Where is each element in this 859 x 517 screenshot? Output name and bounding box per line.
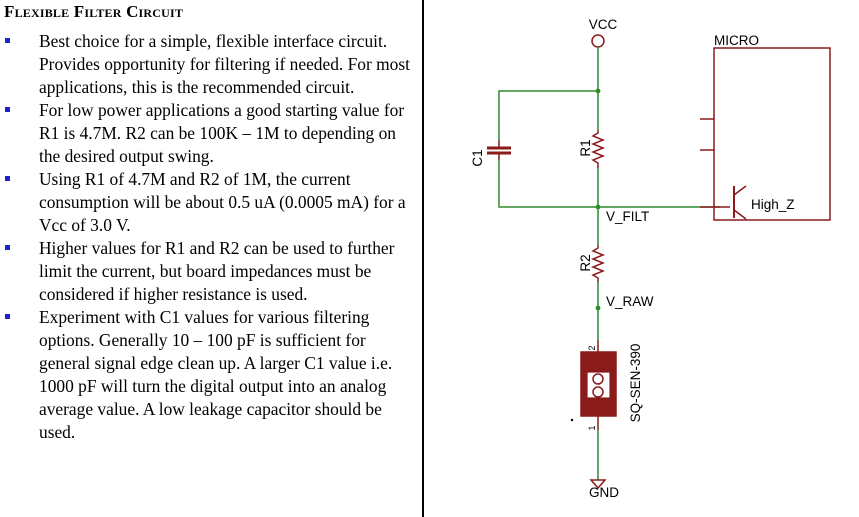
micro-box (713, 47, 831, 221)
cap-top-wire (498, 90, 598, 140)
vcc-label: VCC (589, 17, 618, 32)
bullet-list: Best choice for a simple, flexible inter… (0, 30, 418, 444)
micro-label: MICRO (714, 33, 759, 48)
r1-label: R1 (578, 139, 593, 156)
bullet-item: Best choice for a simple, flexible inter… (0, 30, 418, 99)
page-title: Flexible Filter Circuit (4, 2, 184, 21)
schematic-diagram: VCC MICRO High_Z V_FILT V_RAW GND C1 R1 … (470, 17, 831, 500)
bullet-item: Using R1 of 4.7M and R2 of 1M, the curre… (0, 168, 418, 237)
resistor-r1 (590, 130, 606, 168)
square-bullet-icon (5, 176, 10, 181)
bullet-text: For low power applications a good starti… (39, 100, 405, 166)
junction-dot (595, 88, 601, 94)
pin-1-label: 1 (587, 425, 597, 430)
v-raw-label: V_RAW (606, 294, 654, 309)
resistor-r2 (590, 245, 606, 282)
c1-label: C1 (470, 149, 485, 166)
sensor-sq-sen-390 (570, 340, 617, 430)
bullet-text: Higher values for R1 and R2 can be used … (39, 238, 395, 304)
bullet-text: Best choice for a simple, flexible inter… (39, 31, 410, 97)
bullet-item: Higher values for R1 and R2 can be used … (0, 237, 418, 306)
r2-label: R2 (578, 254, 593, 271)
vcc-symbol (591, 34, 605, 48)
bullet-item: For low power applications a good starti… (0, 99, 418, 168)
gnd-symbol (589, 479, 607, 490)
capacitor-c1 (487, 140, 511, 160)
square-bullet-icon (5, 245, 10, 250)
square-bullet-icon (5, 107, 10, 112)
description-panel: Flexible Filter Circuit Best choice for … (0, 0, 422, 517)
high-z-label: High_Z (751, 197, 795, 212)
high-z-pin-symbol (714, 185, 747, 220)
pin-2-label: 2 (587, 345, 597, 350)
panel-divider (422, 0, 424, 517)
bullet-item: Experiment with C1 values for various fi… (0, 306, 418, 444)
sensor-label: SQ-SEN-390 (628, 344, 643, 423)
bullet-text: Using R1 of 4.7M and R2 of 1M, the curre… (39, 169, 406, 235)
bullet-text: Experiment with C1 values for various fi… (39, 307, 393, 442)
gnd-label: GND (589, 485, 619, 500)
cap-bottom-wire (498, 160, 598, 208)
v-filt-label: V_FILT (606, 209, 649, 224)
square-bullet-icon (5, 314, 10, 319)
square-bullet-icon (5, 38, 10, 43)
junction-dot (595, 305, 601, 311)
junction-dot (595, 204, 601, 210)
